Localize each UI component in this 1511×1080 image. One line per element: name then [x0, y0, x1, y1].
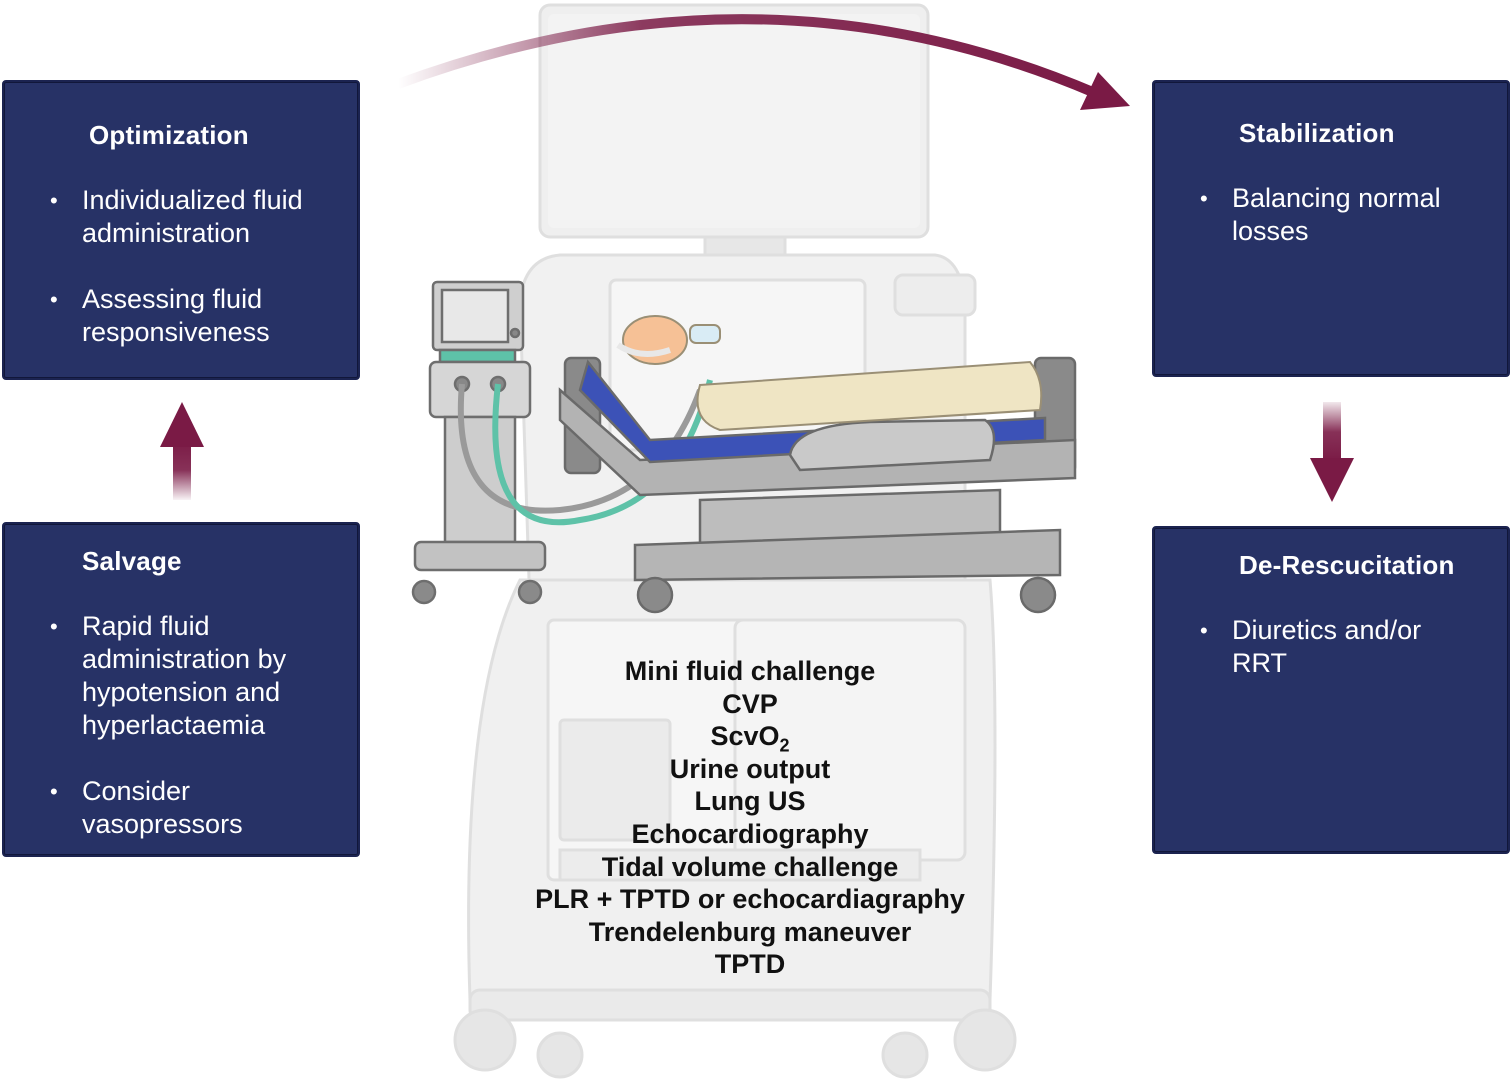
deresuscitation-box: De-Rescucitation • Diuretics and/or RRT — [1152, 526, 1510, 854]
arc-arrow-optimization-to-stabilization — [396, 14, 1097, 98]
ultrasound-cart — [453, 3, 1017, 1079]
salvage-item-1: Rapid fluid administration by hypotensio… — [82, 611, 287, 740]
bullet: • — [50, 779, 58, 804]
optimization-box: Optimization • Individualized fluid admin… — [2, 80, 360, 380]
up-arrow-shaft — [173, 440, 191, 500]
monitoring-item: Trendelenburg maneuver — [588, 916, 912, 947]
deresuscitation-list: • Diuretics and/or RRT — [1154, 614, 1511, 713]
stabilization-item-1: Balancing normal losses — [1232, 183, 1441, 246]
monitoring-item: Tidal volume challenge — [601, 851, 899, 882]
patient — [616, 315, 1043, 432]
list-item: • Individualized fluid administration — [4, 184, 362, 250]
salvage-list: • Rapid fluid administration by hypotensi… — [4, 610, 362, 874]
optimization-title: Optimization — [89, 120, 249, 150]
bullet: • — [50, 188, 58, 213]
bullet: • — [1200, 186, 1208, 211]
salvage-box: Salvage • Rapid fluid administration by h… — [2, 522, 360, 857]
stabilization-list: • Balancing normal losses — [1154, 182, 1511, 281]
bullet: • — [50, 614, 58, 639]
arc-arrowhead — [1080, 72, 1130, 110]
monitoring-item: PLR + TPTD or echocardiagraphy — [535, 884, 965, 915]
list-item: • Assessing fluid responsiveness — [4, 283, 362, 349]
stabilization-box: Stabilization • Balancing normal losses — [1152, 80, 1510, 377]
list-item: • Consider vasopressors — [4, 775, 362, 841]
monitoring-item: Lung US — [694, 786, 806, 817]
monitoring-item-scvo2: ScvO2 — [520, 720, 980, 756]
salvage-title: Salvage — [82, 546, 182, 576]
deresuscitation-item-1: Diuretics and/or RRT — [1232, 615, 1422, 678]
monitoring-item: Mini fluid challenge — [624, 656, 876, 686]
optimization-item-1: Individualized fluid administration — [82, 185, 303, 248]
monitoring-tools-list: Mini fluid challenge CVP ScvO2 Urine out… — [520, 655, 980, 981]
monitoring-item: TPTD — [714, 949, 786, 980]
optimization-list: • Individualized fluid administration • As… — [4, 184, 362, 382]
monitoring-item: CVP — [722, 688, 778, 719]
down-arrow-shaft — [1323, 402, 1341, 462]
up-arrow-head — [160, 402, 204, 447]
salvage-item-2: Consider vasopressors — [82, 776, 243, 839]
list-item: • Diuretics and/or RRT — [1154, 614, 1511, 680]
list-item: • Rapid fluid administration by hypotensi… — [4, 610, 362, 742]
patient-bed — [558, 356, 1077, 614]
monitoring-item: Urine output — [669, 753, 831, 784]
stabilization-title: Stabilization — [1239, 118, 1395, 148]
scvo2-text: ScvO — [710, 721, 780, 752]
bullet: • — [1200, 618, 1208, 643]
list-item: • Balancing normal losses — [1154, 182, 1511, 248]
optimization-item-2: Assessing fluid responsiveness — [82, 284, 270, 347]
down-arrow-head — [1310, 458, 1354, 502]
monitoring-item: Echocardiography — [631, 818, 869, 849]
bullet: • — [50, 287, 58, 312]
deresuscitation-title: De-Rescucitation — [1239, 550, 1455, 580]
scvo2-subscript: 2 — [779, 735, 790, 756]
